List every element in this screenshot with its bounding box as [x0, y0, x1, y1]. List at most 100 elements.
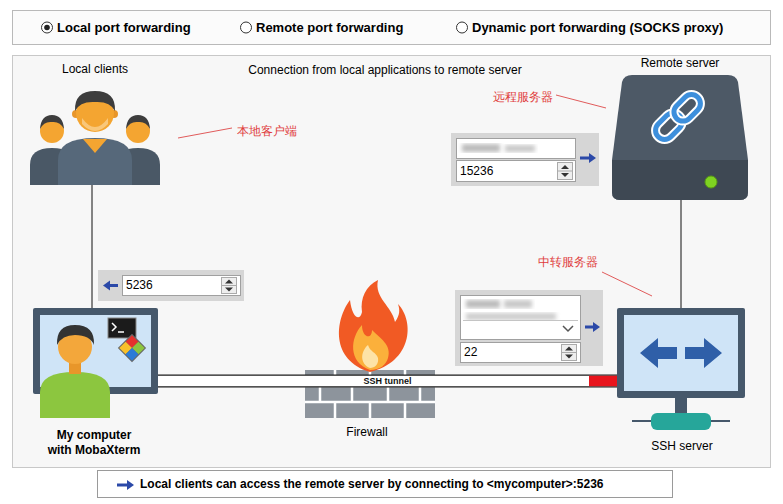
local-clients-icon	[126, 115, 150, 129]
local-clients-icon	[40, 115, 64, 129]
radio-panel	[241, 22, 252, 33]
my-computer-icon	[33, 308, 158, 418]
ssh-server-input-panel	[563, 326, 573, 331]
destination-input-panel	[561, 173, 569, 177]
node-label: SSH server	[651, 439, 712, 454]
ssh-server-input-panel	[466, 300, 500, 308]
destination-input-panel	[457, 139, 576, 159]
annotation-leader	[556, 95, 606, 108]
node-label: Remote server	[641, 56, 720, 71]
my-computer-icon	[118, 334, 146, 362]
ssh-server-icon	[624, 315, 738, 391]
local-port-panel	[108, 284, 118, 287]
local-clients-icon	[75, 91, 115, 111]
destination-input-panel	[457, 161, 576, 182]
ssh-server-icon	[685, 338, 722, 368]
firewall-icon	[362, 345, 378, 368]
my-computer-icon	[118, 331, 124, 333]
ssh-server-input-panel	[593, 322, 600, 332]
connector-path	[92, 185, 93, 308]
ssh-server-input-panel	[562, 352, 577, 353]
firewall-label: Firewall	[346, 425, 387, 439]
remote-server-icon	[670, 91, 704, 125]
ssh-server-input-panel	[562, 345, 577, 361]
remote-server-icon	[652, 109, 686, 143]
diagram-title: Connection from local applications to re…	[248, 63, 521, 77]
main-panel	[13, 56, 771, 468]
ssh-server-icon	[651, 413, 711, 430]
remote-server-icon	[612, 75, 748, 200]
my-computer-icon	[126, 348, 139, 361]
ssh-server-icon	[640, 338, 677, 368]
tunnel-end	[589, 376, 617, 387]
ssh-server-input-panel	[455, 290, 603, 366]
destination-input-panel	[558, 171, 573, 172]
remote-server-icon	[652, 91, 704, 143]
local-clients-icon	[82, 118, 108, 131]
radio-panel	[44, 25, 50, 31]
local-port-panel	[222, 285, 237, 286]
remote-server: Remote server	[605, 56, 755, 200]
local-clients-icon	[30, 91, 160, 185]
radio-option-label: Remote port forwarding	[256, 20, 403, 35]
my-computer-icon	[112, 323, 116, 331]
local-port-panel	[225, 288, 233, 292]
destination-input-panel	[589, 153, 596, 163]
node-label: Local clients	[62, 62, 128, 77]
radio-panel	[457, 22, 468, 33]
ssh-server-input-panel	[565, 355, 573, 359]
destination-input-panel	[451, 133, 599, 186]
ssh-server: SSH server	[617, 308, 747, 454]
remote-server-icon	[652, 109, 686, 143]
diagram-caption: Local clients can access the remote serv…	[140, 477, 604, 492]
annotation-label: 本地客户端	[237, 124, 297, 138]
radio-panel	[13, 11, 771, 45]
remote-server-icon	[670, 91, 704, 125]
ssh-server-icon	[617, 308, 745, 430]
annotation-label: 远程服务器	[493, 90, 553, 104]
annotation-leader	[602, 272, 652, 296]
connector-path	[681, 200, 682, 308]
connector-line	[92, 185, 93, 308]
node-text-group: SSH server	[651, 439, 712, 454]
ssh-server-input-panel	[455, 290, 603, 366]
local-port-panel	[222, 278, 237, 294]
node-text-group: My computer with MobaXterm	[46, 428, 143, 458]
tunnel-outline	[158, 375, 617, 388]
local-port-panel	[123, 276, 241, 296]
radio-option-label: Local port forwarding	[57, 20, 191, 35]
radio-panel	[13, 11, 771, 45]
tunnel-body	[158, 376, 617, 387]
remote-server-icon	[612, 160, 748, 200]
port-number: 5236	[126, 278, 153, 292]
radio-panel	[42, 22, 53, 33]
my-computer-icon	[40, 372, 110, 418]
footer-bar	[127, 480, 134, 490]
connector-line	[681, 200, 682, 308]
workstation: My computer with MobaXterm	[30, 308, 158, 458]
firewall-icon	[353, 325, 389, 370]
ssh-server-input-panel	[565, 347, 573, 351]
annotation-label: 中转服务器	[538, 255, 598, 269]
node-label: My computer with MobaXterm	[46, 428, 143, 458]
ssh-server-input-panel	[463, 320, 578, 321]
ssh-server-input-panel	[504, 300, 532, 308]
remote-server-icon	[612, 75, 748, 200]
my-computer-icon	[57, 325, 94, 345]
port-number: 22	[464, 345, 477, 359]
local-port-panel	[225, 280, 233, 284]
remote-server-icon	[705, 176, 717, 188]
destination-input-panel	[558, 163, 573, 180]
firewall-icon	[305, 280, 435, 418]
port-number: 15236	[460, 164, 493, 178]
destination-input-panel	[462, 144, 500, 152]
client-group: Local clients	[30, 62, 160, 185]
ssh-server-input-panel	[466, 313, 556, 320]
ssh-server-input-panel	[461, 343, 581, 363]
connector-label: SSH tunnel	[360, 376, 414, 386]
firewall-icon	[339, 280, 408, 372]
node-text-group: Remote server	[641, 56, 720, 71]
ssh-server-icon	[617, 308, 745, 398]
